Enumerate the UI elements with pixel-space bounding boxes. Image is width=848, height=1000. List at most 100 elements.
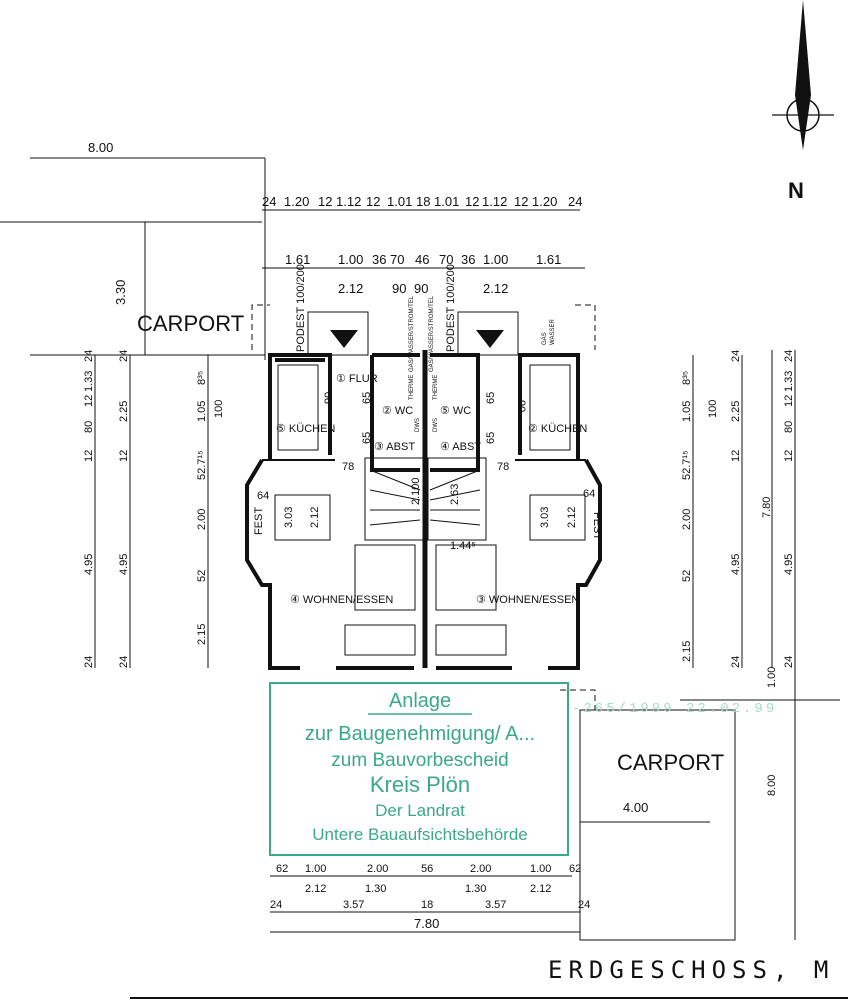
dim-label: 100	[707, 400, 719, 418]
door-width-label: 65	[485, 392, 497, 404]
stamp-line: zum Bauvorbescheid	[331, 750, 508, 771]
wasser-label: WASSER	[550, 319, 556, 345]
dim-label: 1.20	[284, 194, 309, 209]
north-arrow-icon	[772, 0, 834, 150]
dim-label: 52	[681, 570, 693, 582]
dim-label: 24	[83, 350, 95, 362]
therme-label: THERME	[409, 375, 415, 400]
room-label-wc: ② WC	[382, 405, 413, 417]
table-dim-label: 2.12	[566, 507, 578, 528]
dim-label: 24	[783, 350, 795, 362]
dws-label: DWS	[433, 418, 439, 432]
room-label-abst: ④ ABST	[440, 441, 481, 453]
dim-label: 1.61	[285, 252, 310, 267]
dim-label: 2.00	[367, 863, 388, 875]
dim-label: 24	[730, 656, 742, 668]
dim-label: 1.20	[532, 194, 557, 209]
table-dim-label: 2.12	[309, 507, 321, 528]
dws-label: DWS	[415, 418, 421, 432]
dim-label: 24	[578, 899, 590, 911]
dim-label: 12	[783, 450, 795, 462]
dim-label: 56	[421, 863, 433, 875]
dim-label: 2.12	[305, 883, 326, 895]
dim-label: 12	[83, 395, 95, 407]
dim-label: 24	[83, 656, 95, 668]
approval-stamp	[269, 682, 569, 856]
dim-label: 36	[372, 252, 386, 267]
dim-label: 1.00	[305, 863, 326, 875]
stair-width-label: 1.44⁵	[450, 540, 476, 552]
dim-label: 2.15	[196, 624, 208, 645]
furniture	[274, 364, 586, 656]
dim-label: 24	[783, 656, 795, 668]
dim-label: 3.57	[485, 899, 506, 911]
dim-label: 1.30	[365, 883, 386, 895]
stamp-line: Untere Bauaufsichtsbehörde	[312, 825, 527, 844]
dim-label: 12	[318, 194, 332, 209]
dim-label: 2.00	[196, 509, 208, 530]
entrance-podest	[307, 311, 519, 356]
utilities-label: GAS/WASSER/STROM/TEL	[429, 295, 435, 372]
dim-label: 1.33	[783, 371, 795, 392]
dim-label: 12	[83, 450, 95, 462]
dim-label: 80	[83, 421, 95, 433]
dimension-lines	[0, 157, 840, 940]
dim-label: 1.00	[530, 863, 551, 875]
dim-label: 12	[783, 395, 795, 407]
dim-label: 24	[270, 899, 282, 911]
table-dim-label: 3.03	[539, 507, 551, 528]
window-width-label: 64	[583, 488, 595, 500]
door-width-label: 90	[515, 400, 527, 412]
door-width-label: 78	[342, 461, 354, 473]
carport-label-right: CARPORT	[617, 750, 724, 775]
dim-label: 2.15	[681, 641, 693, 662]
dim-label: 2.25	[730, 401, 742, 422]
gas-label: GAS	[542, 332, 548, 345]
dim-label: 1.00	[338, 252, 363, 267]
dim-label: 70	[439, 252, 453, 267]
dim-label: 18	[416, 194, 430, 209]
dim-label: 1.05	[681, 401, 693, 422]
dim-label: 2.12	[530, 883, 551, 895]
dim-label: 24	[118, 656, 130, 668]
podest-label: PODEST 100/200	[445, 264, 457, 352]
dim-label: 1.30	[465, 883, 486, 895]
dim-label: 24	[262, 194, 276, 209]
room-label-wc: ⑤ WC	[440, 405, 471, 417]
dim-label: 8³⁵	[681, 371, 693, 385]
room-label-flur: ① FLUR	[336, 373, 378, 385]
dim-label: 46	[415, 252, 429, 267]
dim-label: 90	[414, 281, 428, 296]
dim-label: 1.61	[536, 252, 561, 267]
room-label-wohnen-essen: ③ WOHNEN/ESSEN	[476, 594, 579, 606]
dim-label: 1.01	[434, 194, 459, 209]
dim-label: 4.95	[83, 554, 95, 575]
dim-label: 62	[569, 863, 581, 875]
dim-label: 70	[390, 252, 404, 267]
stair-label: 2.63	[449, 484, 461, 505]
dim-label: 12	[730, 450, 742, 462]
carport-outlines	[251, 304, 596, 710]
dim-label: 2.12	[338, 281, 363, 296]
dim-label: 8.00	[88, 140, 113, 155]
dim-label: 52	[196, 570, 208, 582]
dim-label: 24	[118, 350, 130, 362]
carport-label-left: CARPORT	[137, 311, 244, 336]
dim-label: 1.12	[482, 194, 507, 209]
stamp-line: Kreis Plön	[370, 772, 470, 797]
dim-label: 1.00	[483, 252, 508, 267]
dim-label: 24	[730, 350, 742, 362]
door-width-label: 65	[361, 432, 373, 444]
door-width-label: 65	[485, 432, 497, 444]
dim-label: 24	[568, 194, 582, 209]
dim-label: 1.01	[387, 194, 412, 209]
stamp-line: Anlage	[389, 690, 451, 712]
stair-label: 2.100	[410, 477, 422, 505]
dim-label: 52.7¹⁵	[196, 450, 208, 480]
dim-label: 3.30	[113, 280, 128, 305]
dim-label: 7.80	[414, 916, 439, 931]
window-width-label: 64	[257, 490, 269, 502]
north-label: N	[788, 178, 804, 203]
room-label-abst: ③ ABST	[374, 441, 415, 453]
dim-label: 8.00	[766, 775, 778, 796]
